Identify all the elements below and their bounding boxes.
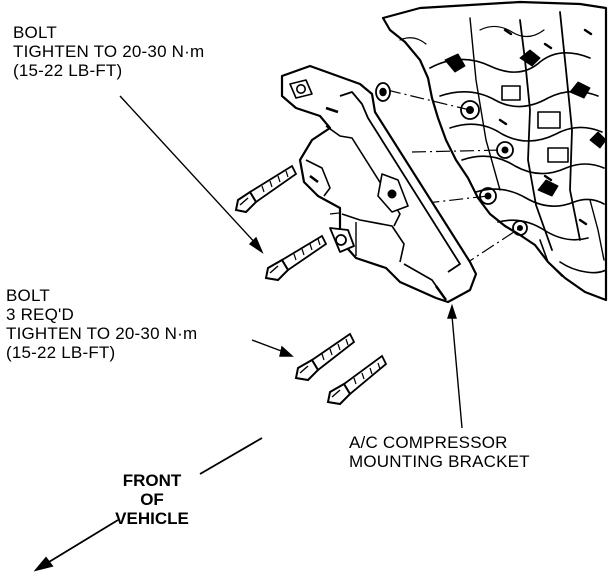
front-line-1: FRONT	[122, 471, 182, 490]
bolt-lower-line-1: BOLT	[6, 286, 50, 305]
bolt-upper-callout: BOLT TIGHTEN TO 20-30 N·m (15-22 LB-FT)	[13, 23, 204, 80]
bolt-upper-line-3: (15-22 LB-FT)	[13, 61, 123, 81]
front-line-3: VEHICLE	[115, 509, 189, 529]
bracket-line-2: MOUNTING BRACKET	[349, 452, 530, 472]
bolt-lower-line-3: TIGHTEN TO 20-30 N·m	[6, 324, 198, 344]
upper-bolt-2	[264, 234, 328, 282]
leader-lines	[119, 95, 463, 429]
front-of-vehicle-label: FRONT OF VEHICLE	[96, 471, 208, 528]
bracket-callout: A/C COMPRESSOR MOUNTING BRACKET	[349, 433, 530, 471]
bolt-upper-line-1: BOLT	[13, 23, 57, 42]
bolt-lower-line-4: (15-22 LB-FT)	[6, 343, 116, 363]
bolt-lower-callout: BOLT 3 REQ'D TIGHTEN TO 20-30 N·m (15-22…	[6, 286, 197, 362]
lower-bolt-1	[294, 332, 356, 382]
mounting-bracket	[280, 64, 478, 304]
bolt-upper-line-2: TIGHTEN TO 20-30 N·m	[13, 42, 205, 62]
lower-bolt-2	[326, 354, 388, 406]
front-arrow	[33, 437, 263, 572]
engine-block	[381, 0, 608, 302]
upper-bolt-1	[234, 164, 298, 214]
bolt-lower-line-2: 3 REQ'D	[6, 305, 74, 325]
front-line-2: OF	[140, 490, 164, 510]
bracket-line-1: A/C COMPRESSOR	[349, 433, 508, 452]
